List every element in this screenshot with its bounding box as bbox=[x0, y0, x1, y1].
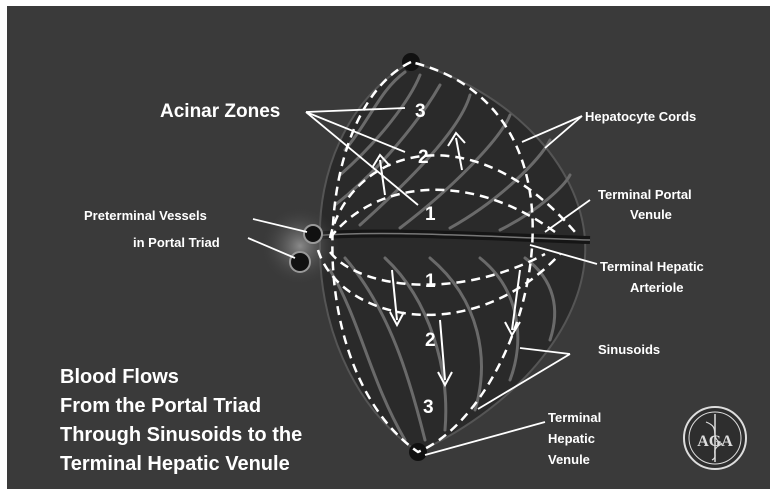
terminal-portal-venule-label-2: Venule bbox=[630, 207, 672, 222]
zone-upper-2: 2 bbox=[418, 147, 429, 168]
zone-upper-1: 1 bbox=[425, 204, 436, 225]
caption-line-4: Terminal Hepatic Venule bbox=[60, 453, 290, 475]
aga-seal-logo: AGA bbox=[684, 407, 746, 469]
zone-lower-2: 2 bbox=[425, 330, 436, 351]
sinusoids-label: Sinusoids bbox=[598, 342, 660, 357]
portal-triad-halo bbox=[260, 206, 340, 286]
caption-line-2: From the Portal Triad bbox=[60, 395, 261, 417]
terminal-hepatic-arteriole-label-2: Arteriole bbox=[630, 280, 683, 295]
terminal-hepatic-venule-label-3: Venule bbox=[548, 452, 590, 467]
caption-line-1: Blood Flows bbox=[60, 366, 179, 388]
zone-lower-1: 1 bbox=[425, 271, 436, 292]
terminal-portal-venule-label-1: Terminal Portal bbox=[598, 187, 692, 202]
aga-seal-letters: AGA bbox=[697, 433, 733, 450]
terminal-hepatic-venule-label-2: Hepatic bbox=[548, 431, 595, 446]
zone-lower-3: 3 bbox=[423, 397, 434, 418]
hepatocyte-cords-label: Hepatocyte Cords bbox=[585, 109, 696, 124]
caption-line-3: Through Sinusoids to the bbox=[60, 424, 302, 446]
zone-upper-3: 3 bbox=[415, 101, 426, 122]
terminal-hepatic-arteriole-label-1: Terminal Hepatic bbox=[600, 259, 704, 274]
preterminal-vessels-label-2: in Portal Triad bbox=[133, 235, 220, 250]
terminal-hepatic-venule-label-1: Terminal bbox=[548, 410, 601, 425]
portal-triad-vessel bbox=[290, 252, 310, 272]
acinus-shape bbox=[320, 62, 585, 452]
portal-triad-vessel bbox=[304, 225, 322, 243]
preterminal-vessels-label-1: Preterminal Vessels bbox=[84, 208, 207, 223]
acinar-zones-label: Acinar Zones bbox=[160, 101, 280, 122]
